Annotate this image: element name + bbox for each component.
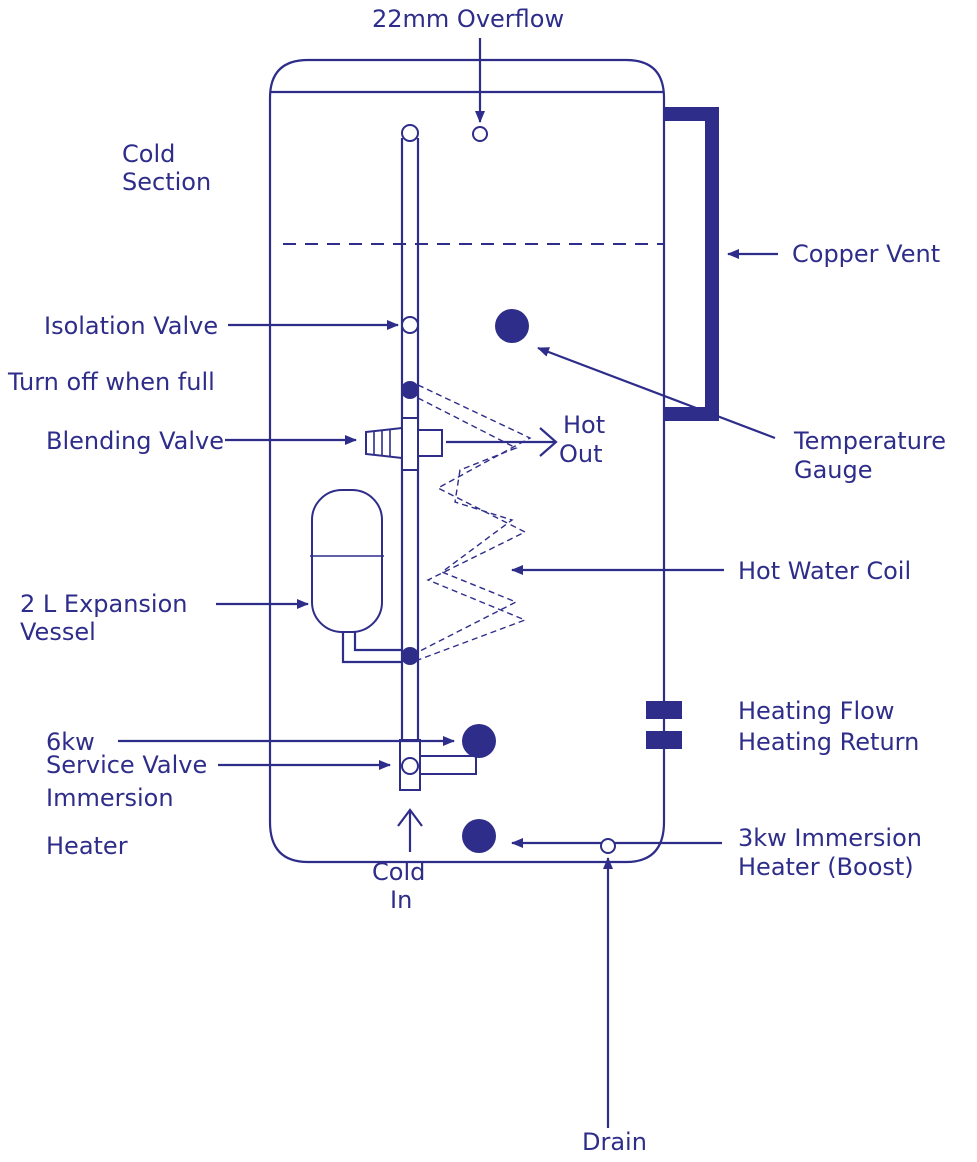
coil-top-junction	[401, 381, 419, 399]
expansion-vessel	[310, 489, 402, 664]
overflow-port	[472, 126, 488, 142]
blending-valve-label: Blending Valve	[46, 427, 224, 455]
blending-valve	[365, 417, 443, 471]
immersion-3kw-label-2: Heater (Boost)	[738, 853, 914, 881]
hot-water-coil	[417, 384, 532, 661]
cold-in-arrowhead	[397, 808, 423, 827]
drain-port	[600, 838, 616, 854]
service-valve-label: Service Valve	[46, 751, 207, 779]
heating-return-label: Heating Return	[738, 728, 919, 756]
immersion-heater-3kw	[462, 819, 496, 853]
turn-off-label: Turn off when full	[7, 368, 215, 396]
heating-flow-label: Heating Flow	[738, 697, 894, 725]
isolation-valve	[401, 316, 419, 334]
immersion-6kw-label-2: Immersion	[46, 784, 174, 812]
overflow-label: 22mm Overflow	[372, 5, 564, 33]
cold-in-label-2: In	[390, 886, 412, 914]
copper-vent-label: Copper Vent	[792, 240, 940, 268]
immersion-6kw-label-3: Heater	[46, 832, 128, 860]
temperature-gauge-label-2: Gauge	[794, 456, 873, 484]
heating-flow-connector	[646, 701, 682, 719]
expansion-vessel-label-1: 2 L Expansion	[20, 590, 187, 618]
immersion-heater-6kw-element	[462, 724, 496, 758]
temperature-gauge-label-1: Temperature	[793, 427, 946, 455]
copper-vent	[664, 107, 719, 421]
cylinder-body	[268, 58, 666, 864]
coil-bottom-junction	[401, 647, 419, 665]
immersion-6kw-label-1: 6kw	[46, 728, 95, 756]
drain-label: Drain	[582, 1128, 647, 1156]
cold-section-label-2: Section	[122, 168, 211, 196]
immersion-3kw-label-1: 3kw Immersion	[738, 824, 922, 852]
expansion-vessel-label-2: Vessel	[20, 618, 96, 646]
cold-in-label-1: Cold	[372, 858, 425, 886]
hot-out-arrowhead	[539, 427, 558, 457]
hot-out-label-1: Hot	[563, 411, 605, 439]
temperature-gauge-arrow	[537, 346, 776, 440]
temperature-gauge	[495, 309, 529, 343]
hot-water-coil-label: Hot Water Coil	[738, 557, 911, 585]
cold-section-label-1: Cold	[122, 140, 175, 168]
hot-out-label-2: Out	[559, 440, 603, 468]
heating-return-fitting-visible	[646, 731, 682, 749]
isolation-valve-label: Isolation Valve	[44, 312, 218, 340]
